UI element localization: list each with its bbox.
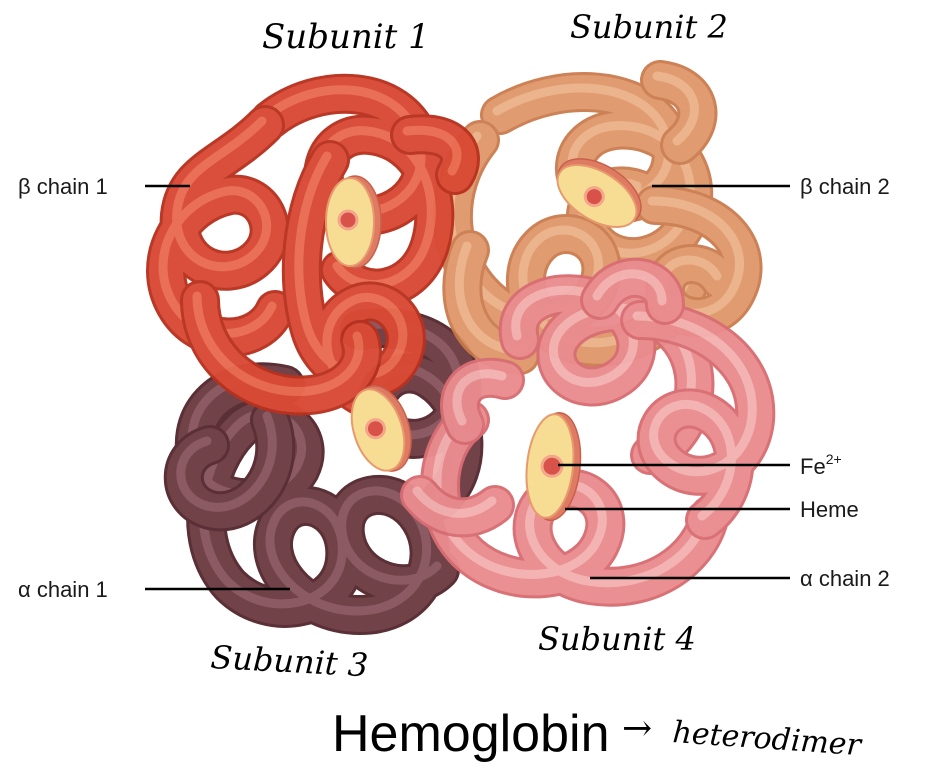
alpha2-tube-highlight-3 xyxy=(452,369,507,426)
beta1-tube-highlight-4 xyxy=(192,291,364,397)
annotation-heterodimer: heterodimer xyxy=(671,715,863,763)
title-hemoglobin: Hemoglobin xyxy=(332,705,610,763)
label-fe-charge: 2+ xyxy=(826,451,842,467)
beta2-tube-highlight-4 xyxy=(454,241,522,356)
label-fe2plus: Fe2+ xyxy=(800,451,842,479)
annotation-subunit-3: Subunit 3 xyxy=(210,638,370,684)
annotation-arrow: → xyxy=(622,708,652,749)
label-alpha-chain-1: α chain 1 xyxy=(18,577,108,602)
annotation-subunit-4: Subunit 4 xyxy=(538,620,696,658)
label-alpha-chain-2: α chain 2 xyxy=(800,566,890,591)
label-fe: Fe xyxy=(800,454,826,479)
beta2-tube-highlight-3 xyxy=(652,71,699,146)
heme-beta-1 xyxy=(325,175,382,269)
heme-alpha-1 xyxy=(350,385,412,472)
alpha2-tube-highlight-5 xyxy=(592,269,667,306)
heme-groups xyxy=(325,158,642,522)
heme-beta-2 xyxy=(556,158,642,228)
beta1-tube-highlight-2 xyxy=(294,151,408,401)
leader-lines xyxy=(145,184,790,591)
annotation-subunit-2: Subunit 2 xyxy=(570,8,728,46)
label-beta-chain-2: β chain 2 xyxy=(800,174,890,199)
beta2-tube-highlight-2 xyxy=(647,196,744,318)
alpha1-tube-highlight-2 xyxy=(176,411,277,512)
alpha2-tube-highlight-2 xyxy=(632,311,757,521)
alpha-chain-2-structure xyxy=(400,257,776,607)
alpha2-tube-highlight-4 xyxy=(412,486,497,518)
label-heme: Heme xyxy=(800,497,859,522)
label-beta-chain-1: β chain 1 xyxy=(18,174,108,199)
annotation-subunit-1: Subunit 1 xyxy=(262,17,430,57)
beta1-tube-highlight-3 xyxy=(402,125,462,176)
heme-alpha-2 xyxy=(525,412,582,522)
beta-chain-1-structure xyxy=(146,73,480,420)
